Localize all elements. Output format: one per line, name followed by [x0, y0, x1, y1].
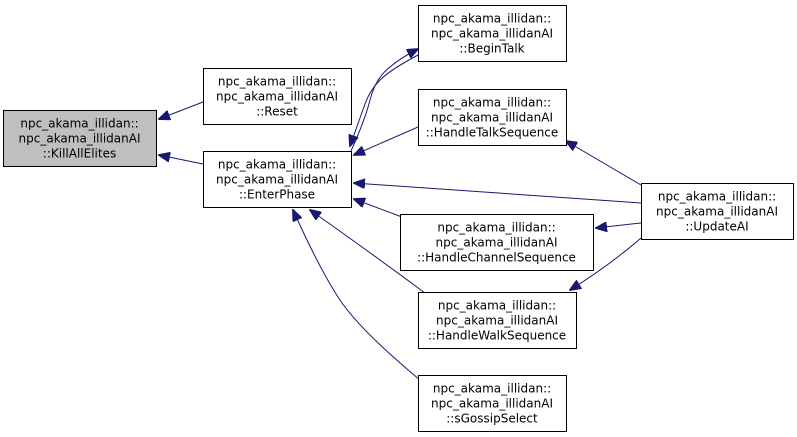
node-label-line: ::HandleWalkSequence: [428, 329, 566, 343]
node-updateai[interactable]: npc_akama_illidan::npc_akama_illidanAI::…: [641, 183, 794, 240]
edge-handlewalksequence-to-enterphase: [310, 210, 426, 294]
nodes-layer: npc_akama_illidan::npc_akama_illidanAI::…: [3, 5, 794, 432]
node-label-line: npc_akama_illidanAI: [19, 132, 141, 146]
node-label-line: ::HandleChannelSequence: [417, 251, 576, 265]
node-label-line: npc_akama_illidanAI: [431, 27, 553, 41]
node-enterphase[interactable]: npc_akama_illidan::npc_akama_illidanAI::…: [203, 151, 352, 208]
node-box: [3, 110, 157, 167]
node-label-line: npc_akama_illidan::: [433, 382, 551, 396]
node-label-line: npc_akama_illidan::: [20, 117, 138, 131]
edge-enterphase-to-killallelites: [159, 155, 204, 165]
node-sgossipselect[interactable]: npc_akama_illidan::npc_akama_illidanAI::…: [418, 375, 567, 432]
node-handletalksequence[interactable]: npc_akama_illidan::npc_akama_illidanAI::…: [418, 89, 567, 146]
node-box: [400, 214, 594, 271]
node-label-line: npc_akama_illidanAI: [656, 205, 778, 219]
node-label-line: ::BeginTalk: [459, 42, 524, 56]
edge-updateai-to-enterphase: [354, 183, 642, 204]
node-label-line: ::HandleTalkSequence: [426, 126, 559, 140]
node-label-line: ::UpdateAI: [685, 220, 748, 234]
edge-handletalksequence-to-enterphase: [354, 126, 419, 155]
node-label-line: npc_akama_illidan::: [433, 96, 551, 110]
edge-begintalk-to-enterphase: [350, 54, 419, 146]
node-label-line: ::EnterPhase: [239, 188, 315, 202]
edge-updateai-to-handlechannelsequence: [596, 223, 642, 228]
node-label-line: ::KillAllElites: [43, 147, 116, 161]
node-label-line: npc_akama_illidanAI: [216, 173, 338, 187]
node-label-line: npc_akama_illidan::: [433, 12, 551, 26]
node-label-line: npc_akama_illidan::: [437, 221, 555, 235]
edge-updateai-to-handletalksequence: [566, 141, 642, 186]
node-box: [418, 89, 567, 146]
node-reset[interactable]: npc_akama_illidan::npc_akama_illidanAI::…: [203, 68, 352, 125]
node-label-line: npc_akama_illidanAI: [436, 236, 558, 250]
node-begintalk[interactable]: npc_akama_illidan::npc_akama_illidanAI::…: [418, 5, 567, 62]
node-label-line: ::sGossipSelect: [446, 412, 538, 426]
node-box: [203, 151, 352, 208]
node-label-line: npc_akama_illidan::: [218, 75, 336, 89]
node-label-line: npc_akama_illidanAI: [431, 397, 553, 411]
edge-sgossipselect-to-enterphase: [293, 210, 421, 381]
node-handlewalksequence[interactable]: npc_akama_illidan::npc_akama_illidanAI::…: [418, 292, 577, 349]
node-box: [203, 68, 352, 125]
node-handlechannelsequence[interactable]: npc_akama_illidan::npc_akama_illidanAI::…: [400, 214, 594, 271]
node-box: [418, 375, 567, 432]
node-box: [641, 183, 794, 240]
node-box: [418, 292, 577, 349]
edge-reset-to-killallelites: [159, 101, 204, 119]
node-label-line: npc_akama_illidan::: [658, 190, 776, 204]
node-label-line: npc_akama_illidan::: [218, 158, 336, 172]
node-label-line: ::Reset: [256, 105, 298, 119]
edge-updateai-to-handlewalksequence: [570, 237, 642, 290]
node-label-line: npc_akama_illidanAI: [216, 90, 338, 104]
edge-enterphase-to-begintalk: [350, 49, 418, 152]
node-box: [418, 5, 567, 62]
node-label-line: npc_akama_illidan::: [438, 299, 556, 313]
node-label-line: npc_akama_illidanAI: [431, 111, 553, 125]
node-label-line: npc_akama_illidanAI: [436, 314, 558, 328]
node-killallelites: npc_akama_illidan::npc_akama_illidanAI::…: [3, 110, 157, 167]
